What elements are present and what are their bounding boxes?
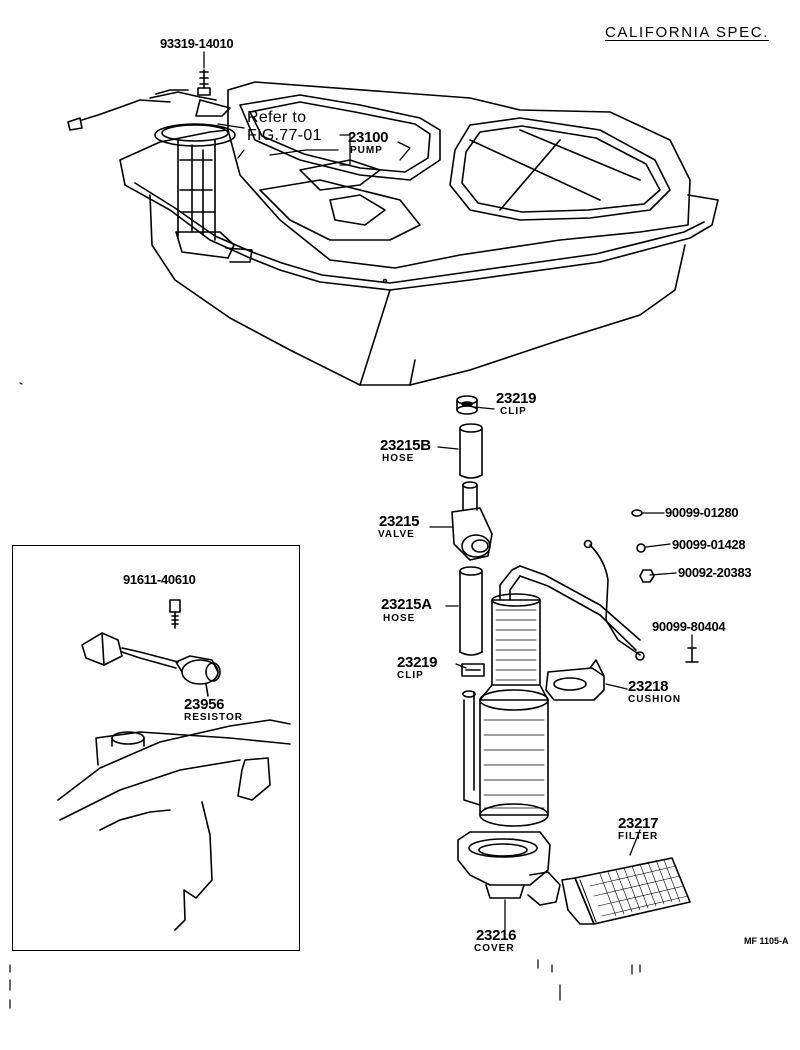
part-number-90099-01428: 90099-01428 — [672, 537, 746, 552]
part-number-23215a: 23215A — [381, 596, 432, 613]
part-name-valve: VALVE — [378, 529, 415, 540]
part-number-23217: 23217 — [618, 815, 659, 832]
part-number-23216: 23216 — [476, 927, 517, 944]
part-number-90099-80404: 90099-80404 — [652, 619, 726, 634]
part-number-23956: 23956 — [184, 696, 225, 713]
part-number-90099-01280: 90099-01280 — [665, 505, 739, 520]
part-name-hose-b: HOSE — [382, 453, 415, 464]
part-name-cover: COVER — [474, 943, 515, 954]
pump-exploded-drawing — [451, 395, 699, 925]
spec-title: CALIFORNIA SPEC. — [605, 24, 769, 41]
part-number-91611: 91611-40610 — [123, 572, 196, 587]
part-number-23215b: 23215B — [380, 437, 431, 454]
part-name-clip-low: CLIP — [397, 670, 424, 681]
part-name-hose-a: HOSE — [383, 613, 416, 624]
part-name-cushion: CUSHION — [628, 694, 682, 705]
part-number-23218: 23218 — [628, 678, 669, 695]
reference-line-1: Refer to — [247, 109, 307, 126]
figure-code: MF 1105-A — [744, 936, 789, 946]
part-name-filter: FILTER — [618, 831, 659, 842]
leader-lines — [203, 51, 693, 931]
inset-resistor-drawing — [57, 599, 291, 931]
part-number-93319: 93319-14010 — [160, 36, 234, 51]
part-number-90092-20383: 90092-20383 — [678, 565, 752, 580]
edge-marks — [9, 382, 641, 1009]
part-number-23219-low: 23219 — [397, 654, 438, 671]
part-name-clip-top: CLIP — [500, 406, 527, 417]
part-name-pump: PUMP — [350, 145, 383, 156]
part-number-23100: 23100 — [348, 129, 389, 146]
part-number-23219-top: 23219 — [496, 390, 537, 407]
reference-line-2: FIG.77-01 — [247, 127, 322, 144]
fuel-tank-drawing — [67, 81, 719, 386]
part-number-23215: 23215 — [379, 513, 420, 530]
bolt-93319-drawing — [197, 69, 211, 96]
part-name-resistor: RESISTOR — [184, 712, 243, 723]
inset-box — [12, 545, 300, 951]
